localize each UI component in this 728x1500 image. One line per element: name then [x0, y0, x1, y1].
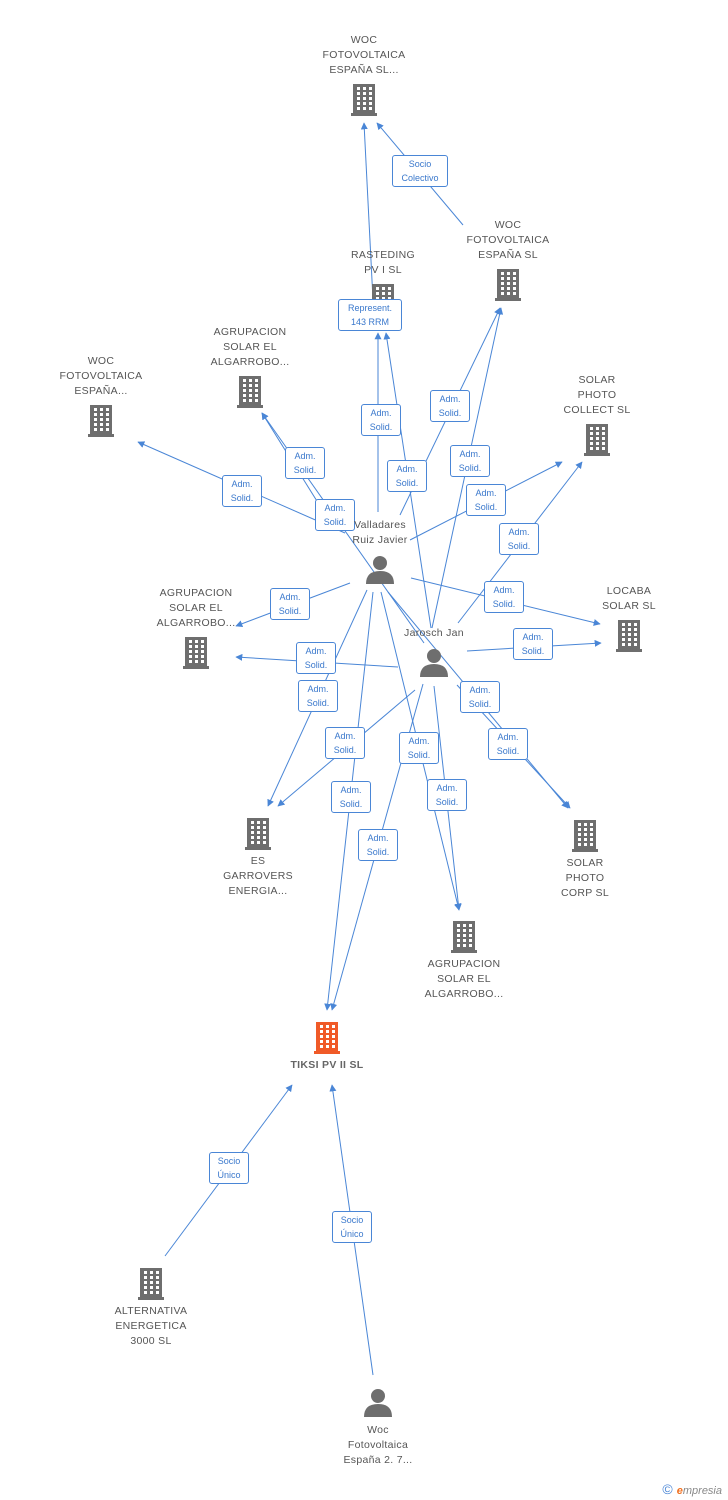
- edge-label[interactable]: Adm. Solid.: [270, 588, 310, 620]
- edge-label[interactable]: Adm. Solid.: [285, 447, 325, 479]
- edge-label[interactable]: Adm. Solid.: [325, 727, 365, 759]
- edge-label[interactable]: Socio Único: [209, 1152, 249, 1184]
- node-label-alternativa[interactable]: ALTERNATIVA ENERGETICA 3000 SL: [114, 1305, 188, 1347]
- edge-label[interactable]: Adm. Solid.: [466, 484, 506, 516]
- brand-initial: e: [676, 1485, 683, 1497]
- building-icon[interactable]: [183, 637, 209, 669]
- node-label-locaba[interactable]: LOCABA SOLAR SL: [602, 585, 656, 612]
- edge-label[interactable]: Adm. Solid.: [427, 779, 467, 811]
- building-icon[interactable]: [88, 405, 114, 437]
- building-icon[interactable]: [245, 818, 271, 850]
- building-icon[interactable]: [351, 84, 377, 116]
- brand-name: mpresia: [682, 1485, 722, 1497]
- edge-label[interactable]: Socio Colectivo: [392, 155, 448, 187]
- person-icon[interactable]: [366, 556, 394, 584]
- node-label-valladares[interactable]: Valladares Ruiz Javier: [352, 519, 408, 546]
- edge-label[interactable]: Adm. Solid.: [361, 404, 401, 436]
- node-label-solar_collect[interactable]: SOLAR PHOTO COLLECT SL: [563, 374, 631, 416]
- node-label-rasteding[interactable]: RASTEDING PV I SL: [351, 249, 415, 276]
- person-icon[interactable]: [420, 649, 448, 677]
- node-label-woc_es[interactable]: WOC FOTOVOLTAICA ESPAÑA SL: [466, 219, 550, 261]
- edge-label[interactable]: Adm. Solid.: [387, 460, 427, 492]
- edge-label[interactable]: Adm. Solid.: [430, 390, 470, 422]
- node-label-solar_corp[interactable]: SOLAR PHOTO CORP SL: [560, 857, 609, 899]
- edge-label[interactable]: Adm. Solid.: [331, 781, 371, 813]
- building-icon[interactable]: [572, 820, 598, 852]
- node-label-jarosch[interactable]: Jarosch Jan: [404, 627, 464, 639]
- building-icon[interactable]: [616, 620, 642, 652]
- icons-layer: [88, 84, 642, 1417]
- node-label-woc_top[interactable]: WOC FOTOVOLTAICA ESPAÑA SL...: [322, 34, 406, 76]
- edge-label[interactable]: Adm. Solid.: [399, 732, 439, 764]
- edge-rasteding-to-woc_top: [360, 122, 374, 301]
- edge-label[interactable]: Adm. Solid.: [358, 829, 398, 861]
- copyright-icon: ©: [662, 1481, 673, 1497]
- node-label-agr2[interactable]: AGRUPACION SOLAR EL ALGARROBO...: [156, 587, 236, 629]
- node-label-agr3[interactable]: AGRUPACION SOLAR EL ALGARROBO...: [424, 958, 504, 1000]
- edge-label[interactable]: Adm. Solid.: [296, 642, 336, 674]
- node-label-agr1[interactable]: AGRUPACION SOLAR EL ALGARROBO...: [210, 326, 290, 368]
- edge-label[interactable]: Socio Único: [332, 1211, 372, 1243]
- edge-label[interactable]: Adm. Solid.: [499, 523, 539, 555]
- person-icon[interactable]: [364, 1389, 392, 1417]
- edge-label[interactable]: Adm. Solid.: [298, 680, 338, 712]
- edge-label[interactable]: Adm. Solid.: [488, 728, 528, 760]
- building-icon[interactable]: [584, 424, 610, 456]
- edge-label[interactable]: Represent. 143 RRM: [338, 299, 402, 331]
- edge-label[interactable]: Adm. Solid.: [315, 499, 355, 531]
- watermark: ©empresia: [662, 1481, 722, 1497]
- node-label-woc_left[interactable]: WOC FOTOVOLTAICA ESPAÑA...: [59, 355, 143, 397]
- node-label-woc_person[interactable]: Woc Fotovoltaica España 2. 7...: [343, 1424, 413, 1466]
- building-icon[interactable]: [138, 1268, 164, 1300]
- node-label-tiksi[interactable]: TIKSI PV II SL: [290, 1059, 364, 1071]
- edge-label[interactable]: Adm. Solid.: [460, 681, 500, 713]
- building-icon[interactable]: [237, 376, 263, 408]
- edge-label[interactable]: Adm. Solid.: [513, 628, 553, 660]
- building-icon[interactable]: [495, 269, 521, 301]
- edge-label[interactable]: Adm. Solid.: [450, 445, 490, 477]
- building-icon[interactable]: [451, 921, 477, 953]
- node-label-es_garrovers[interactable]: ES GARROVERS ENERGIA...: [223, 855, 293, 897]
- edge-label[interactable]: Adm. Solid.: [484, 581, 524, 613]
- focus-building-icon[interactable]: [314, 1022, 340, 1054]
- edge-label[interactable]: Adm. Solid.: [222, 475, 262, 507]
